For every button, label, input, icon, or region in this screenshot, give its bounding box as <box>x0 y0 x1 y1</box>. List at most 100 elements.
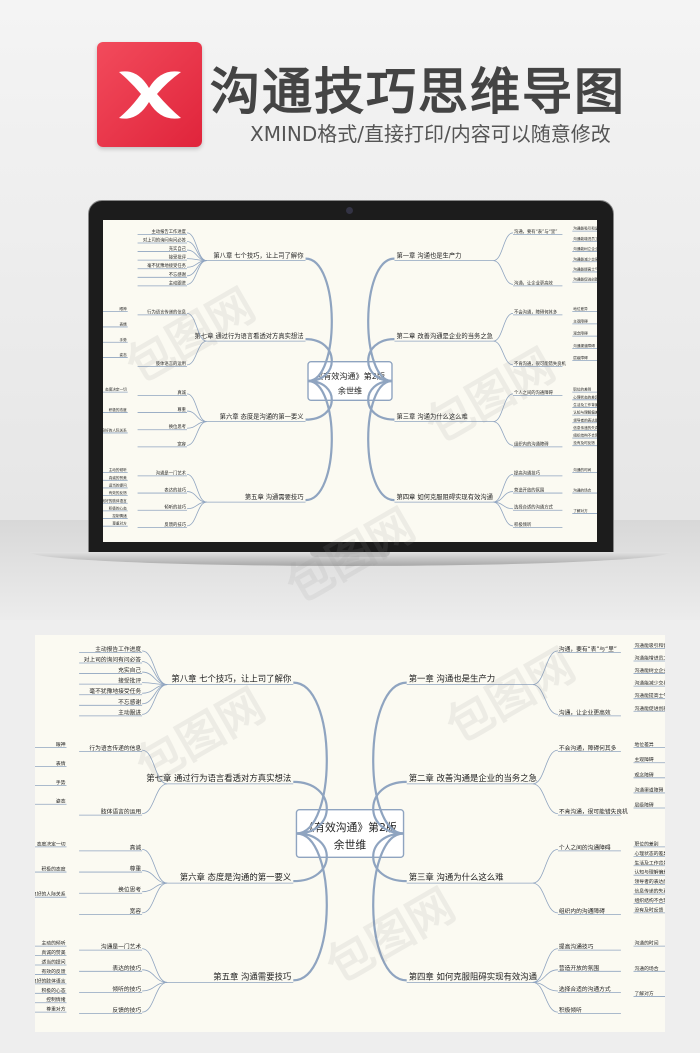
mindmap-leaf-label: 主动报告工作进度 <box>95 645 141 653</box>
mindmap-leaf-label: 接受批评 <box>118 677 141 685</box>
mindmap-leaf-line <box>493 393 514 423</box>
mindmap-leaf-line <box>186 473 207 503</box>
mindmap-branch-label: 第六章 态度是沟通的第一要义 <box>180 872 292 882</box>
mindmap-branch-line <box>293 832 328 982</box>
mindmap-leaf-line <box>186 260 207 285</box>
mindmap-leaf-label: 宽容 <box>130 907 142 915</box>
page-subtitle: XMIND格式/直接打印/内容可以随意修改 <box>250 122 611 146</box>
mindmap-subleaf-label: 心理状态的差异 <box>573 394 597 399</box>
mindmap-leaf-line <box>142 948 168 983</box>
mindmap-subleaf-label: 沟通的时间 <box>635 940 659 947</box>
mindmap-leaf-line <box>532 981 558 1013</box>
mindmap-subleaf-label: 良好的肢体语言 <box>103 498 127 503</box>
mindmap-branch-label: 第七章 通过行为语言看透对方真实想法 <box>194 331 303 340</box>
mindmap-subleaf-label: 沟通能树立企业良好形象 <box>635 667 666 674</box>
mindmap-branch-line <box>293 832 328 883</box>
mindmap-subleaf-label: 沟通能促进创新 <box>635 705 666 712</box>
mindmap-subleaf-label: 领导者的表达能力 <box>635 878 666 885</box>
mindmap-subleaf-label: 职位的差别 <box>573 387 591 392</box>
mindmap-subleaf-label: 有效的反馈 <box>109 490 127 495</box>
mindmap-subleaf-label: 生活及工作背景 <box>635 859 666 866</box>
mindmap-subleaf-label: 主观障碍 <box>573 318 588 323</box>
mindmap-branch-label: 第四章 如何克服阻碍实现有效沟通 <box>396 492 493 501</box>
mindmap-subleaf-label: 真诚的赞美 <box>42 949 66 956</box>
mindmap-subleaf-label: 沟通能提高士气 <box>635 692 666 699</box>
mindmap-branch-label: 第二章 改善沟通是企业的当务之急 <box>409 773 537 783</box>
mindmap-leaf-label: 换位思考 <box>118 886 141 894</box>
mindmap-subleaf-label: 主动的倾听 <box>109 467 127 472</box>
mindmap-leaf-line <box>493 501 514 527</box>
mindmap-leaf-line <box>142 981 168 1013</box>
mindmap-leaf-label: 反馈的技巧 <box>164 521 186 528</box>
mindmap-center-title: 《有效沟通》第2版 <box>315 371 385 381</box>
mindmap-subleaf-label: 地位差异 <box>635 741 654 748</box>
mindmap-subleaf-label: 地位差异 <box>573 306 588 311</box>
mindmap-branch-label: 第三章 沟通为什么这么难 <box>409 872 504 882</box>
mindmap-leaf-line <box>142 650 168 686</box>
mindmap-leaf-label: 选择合适的沟通方式 <box>514 504 554 511</box>
mindmap-leaf-line <box>142 870 168 884</box>
mindmap-leaf-label: 沟通，要有“表”与“里” <box>514 228 557 235</box>
mindmap-leaf-line <box>142 882 168 914</box>
mindmap-leaf-label: 充实自己 <box>169 245 187 252</box>
mindmap-subleaf-label: 手势 <box>120 337 128 342</box>
mindmap-center-author: 余世维 <box>334 838 367 852</box>
mindmap-subleaf-label: 沟通渠道障碍 <box>573 343 595 348</box>
mindmap-leaf-label: 换位思考 <box>169 423 187 430</box>
mindmap-leaf-label: 选择合适的沟通方式 <box>559 985 611 993</box>
mindmap-leaf-line <box>186 241 207 262</box>
mindmap-leaf-line <box>142 684 168 705</box>
mindmap-leaf-label: 营造开放的氛围 <box>559 964 599 972</box>
mindmap-leaf-line <box>493 312 514 342</box>
mindmap-subleaf-label: 沟通能增进员工对企业的认同 <box>635 654 666 661</box>
mindmap-branch-line <box>367 379 395 502</box>
mindmap-subleaf-label: 积极的心态 <box>109 505 127 510</box>
mindmap-subleaf-label: 认知与理解偏差 <box>635 869 666 876</box>
mindmap-leaf-line <box>142 684 168 715</box>
mindmap-subleaf-label: 生活及工作背景 <box>573 402 597 407</box>
mindmap-branch-line <box>372 780 407 835</box>
mindmap-branch-line <box>367 379 395 421</box>
mindmap-branch-line <box>372 681 407 835</box>
mindmap-card: 《有效沟通》第2版余世维第一章 沟通也是生产力沟通，要有“表”与“里”沟通，让企… <box>35 635 665 1032</box>
mindmap-leaf-label: 反馈的技巧 <box>112 1006 141 1014</box>
mindmap-leaf-line <box>532 749 558 785</box>
mindmap-leaf-line <box>142 783 168 815</box>
mindmap-subleaf-label: 真诚的赞美 <box>109 475 127 480</box>
mindmap-subleaf-label: 态度决定一切 <box>37 840 66 847</box>
mindmap-leaf-line <box>142 969 168 983</box>
mindmap-leaf-label: 不肯沟通，很可能错失良机 <box>514 360 566 367</box>
mindmap-subleaf-label: 沟通能吸引和留住优秀的人才 <box>635 642 666 649</box>
laptop-screen: 《有效沟通》第2版余世维第一章 沟通也是生产力沟通，要有“表”与“里”沟通，让企… <box>103 220 597 542</box>
page-title: 沟通技巧思维导图 <box>210 63 626 121</box>
mindmap-leaf-label: 肢体语言的运用 <box>156 360 186 367</box>
mindmap-branch-label: 第六章 态度是沟通的第一要义 <box>220 412 305 421</box>
xmind-logo <box>97 42 202 147</box>
mindmap-subleaf-label: 良好的肢体语言 <box>35 977 66 984</box>
mindmap-subleaf-label: 主动的倾听 <box>42 940 66 947</box>
mindmap-subleaf-label: 适当的提问 <box>109 482 127 487</box>
mindmap-center-author: 余世维 <box>338 385 362 395</box>
mindmap-subleaf-label: 积极的态度 <box>109 407 127 412</box>
mindmap-branch-line <box>293 780 328 835</box>
mindmap-subleaf-label: 观念障碍 <box>635 771 654 778</box>
mindmap-subleaf-label: 认知与理解偏差 <box>573 410 597 415</box>
mindmap-leaf-label: 沟通是一门艺术 <box>156 469 187 476</box>
mindmap-leaf-label: 提高沟通技巧 <box>514 469 541 476</box>
mindmap-subleaf-label: 良好的人际关系 <box>35 891 66 898</box>
mindmap-leaf-label: 倾听的技巧 <box>164 504 186 511</box>
mindmap-subleaf-label: 沟通能提高士气 <box>573 266 597 271</box>
mindmap-leaf-label: 表达的技巧 <box>112 964 141 972</box>
mindmap-leaf-line <box>532 882 558 914</box>
mindmap-branch-line <box>305 257 333 383</box>
mindmap-leaf-line <box>493 491 514 503</box>
mindmap-leaf-label: 倾听的技巧 <box>112 985 141 993</box>
mindmap-leaf-label: 毫不犹豫地接受任务 <box>147 262 187 269</box>
mindmap-leaf-line <box>532 969 558 983</box>
mindmap-leaf-label: 行为语言传递的信息 <box>147 308 187 315</box>
mindmap-leaf-label: 不忘感谢 <box>169 271 187 278</box>
mindmap-leaf-label: 充实自己 <box>118 666 141 674</box>
mindmap-branch-label: 第三章 沟通为什么这么难 <box>396 412 468 421</box>
mindmap-subleaf-label: 沟通能减少交易成本 <box>573 256 597 261</box>
